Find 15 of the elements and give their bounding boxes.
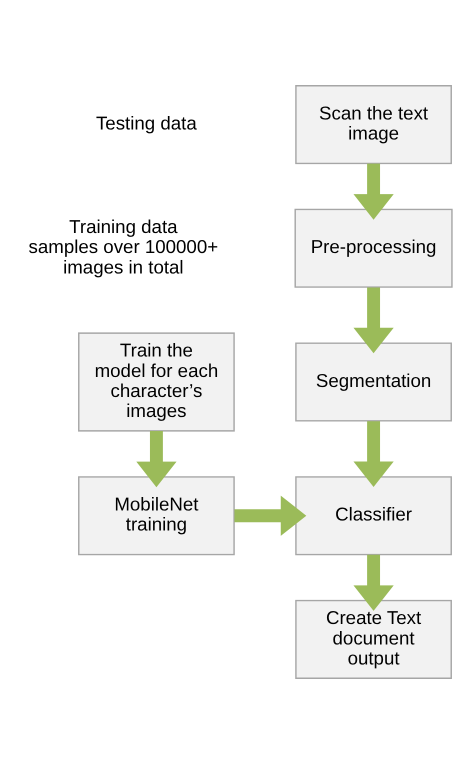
arrow	[353, 554, 394, 610]
arrow	[353, 287, 394, 353]
arrow	[353, 163, 394, 220]
node-box: Scan the text image	[295, 84, 452, 164]
node-box: MobileNet training	[78, 476, 235, 555]
node-box: Pre-processing	[294, 208, 453, 288]
label: Training data samples over 100000+ images in total	[28, 216, 218, 277]
node-box: Create Text document output	[295, 599, 452, 678]
node-box: Train the model for each character’s images	[78, 332, 235, 432]
node-box: Classifier	[295, 476, 452, 555]
node-box: Segmentation	[295, 342, 452, 422]
label: Testing data	[96, 112, 197, 133]
arrow	[234, 495, 306, 536]
arrow	[136, 430, 177, 487]
arrow	[353, 420, 394, 486]
